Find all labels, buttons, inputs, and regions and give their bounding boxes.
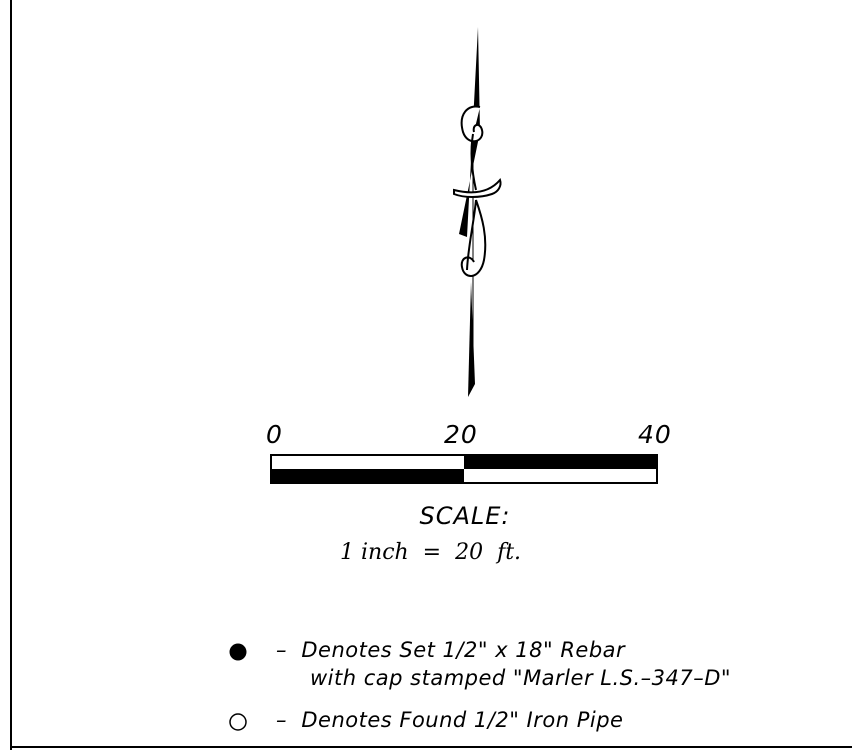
filled-circle-icon (229, 643, 247, 661)
scale-title: SCALE: (419, 502, 511, 530)
legend-text-found-pipe: – Denotes Found 1/2" Iron Pipe (276, 708, 624, 732)
drawing-border-left (10, 0, 12, 750)
legend-text-set-rebar-cont: with cap stamped "Marler L.S.–347–D" (310, 666, 732, 690)
north-arrow-icon (453, 27, 502, 397)
legend-text-set-rebar: – Denotes Set 1/2" x 18" Rebar (276, 638, 626, 662)
scale-bar (270, 454, 658, 484)
scale-ratio: 1 inch = 20 ft. (340, 540, 522, 565)
open-circle-icon (229, 713, 247, 731)
drawing-border-bottom (10, 746, 852, 748)
scale-tick-20: 20 (444, 420, 478, 449)
scale-tick-40: 40 (638, 420, 672, 449)
scale-tick-0: 0 (266, 420, 283, 449)
